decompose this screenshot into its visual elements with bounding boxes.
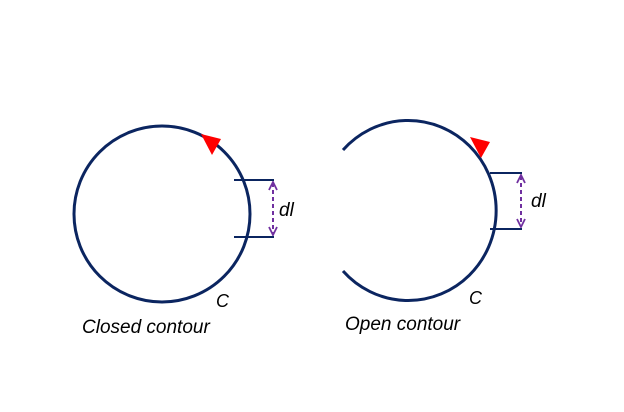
open-dl-label: dl <box>531 191 547 212</box>
closed-contour-direction-arrow <box>201 134 221 155</box>
open-curve-label: C <box>469 288 483 308</box>
open-contour-group: dl C Open contour <box>341 119 547 335</box>
closed-contour-circle <box>72 124 252 304</box>
closed-contour-group: dl C Closed contour <box>72 124 295 338</box>
open-contour-arc <box>341 119 498 302</box>
open-caption: Open contour <box>345 314 461 335</box>
open-contour-direction-arrow <box>470 137 490 158</box>
closed-caption: Closed contour <box>82 317 210 338</box>
closed-dl-label: dl <box>279 200 295 221</box>
closed-curve-label: C <box>216 291 230 311</box>
